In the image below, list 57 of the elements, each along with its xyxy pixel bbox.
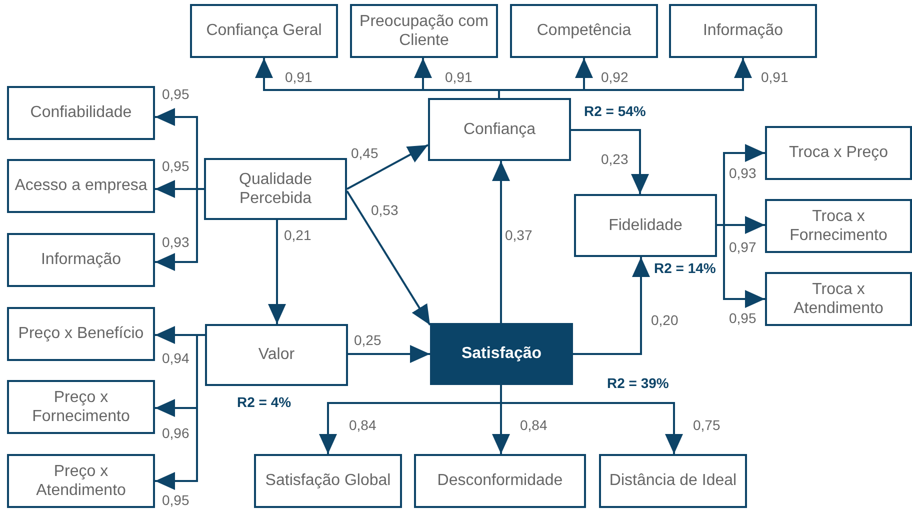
edge-label: 0,91 <box>760 69 790 85</box>
construct-box: Desconformidade <box>414 454 586 508</box>
arrow <box>571 129 649 194</box>
edge-label: 0,96 <box>161 425 190 441</box>
edge-label: 0,53 <box>370 202 400 218</box>
construct-box: Distância de Ideal <box>599 454 747 508</box>
construct-box: Fidelidade <box>574 194 717 257</box>
edge-label: 0,37 <box>504 227 534 243</box>
edge-label: 0,95 <box>161 86 190 102</box>
arrow <box>268 220 286 324</box>
r-squared-label: R2 = 39% <box>607 376 669 390</box>
edge-label: 0,25 <box>353 332 382 348</box>
construct-box: Preço x Atendimento <box>7 454 155 508</box>
edge-label: 0,95 <box>161 492 190 508</box>
edge-label: 0,97 <box>728 239 758 255</box>
edge-label: 0,84 <box>519 417 548 433</box>
construct-box: Troca x Fornecimento <box>765 199 912 253</box>
edge-label: 0,95 <box>728 310 758 326</box>
edge-label: 0,75 <box>692 417 722 433</box>
construct-box: Satisfação Global <box>254 454 402 508</box>
r-squared-label: R2 = 54% <box>584 104 646 118</box>
arrow <box>346 190 431 326</box>
edge-label: 0,94 <box>161 350 190 366</box>
construct-box: Valor <box>205 324 348 386</box>
edge-label: 0,92 <box>600 69 630 85</box>
construct-box: Confiança Geral <box>190 4 338 58</box>
highlighted-construct-box: Satisfação <box>430 323 573 385</box>
r-squared-label: R2 = 4% <box>237 395 292 409</box>
edge-label: 0,21 <box>283 227 312 243</box>
edge-label: 0,91 <box>444 69 474 85</box>
edge-label: 0,91 <box>284 69 314 85</box>
construct-box: Competência <box>510 4 658 58</box>
construct-box: Qualidade Percebida <box>204 158 347 220</box>
construct-box: Preço x Fornecimento <box>7 380 155 434</box>
edge-label: 0,20 <box>650 312 680 328</box>
edge-label: 0,45 <box>350 145 380 161</box>
arrow <box>573 257 650 355</box>
arrow <box>155 334 205 490</box>
arrow <box>500 385 683 454</box>
construct-box: Acesso a empresa <box>7 159 155 213</box>
arrow <box>346 144 428 190</box>
arrow <box>492 161 510 323</box>
edge-label: 0,95 <box>161 158 190 174</box>
construct-box: Preocupação com Cliente <box>350 4 498 58</box>
edge-label: 0,93 <box>161 234 190 250</box>
construct-box: Informação <box>7 233 155 287</box>
construct-box: Confiabilidade <box>7 86 155 140</box>
edge-label: 0,84 <box>348 417 378 433</box>
construct-box: Informação <box>669 4 817 58</box>
construct-box: Troca x Preço <box>765 126 912 180</box>
r-squared-label: R2 = 14% <box>654 261 716 275</box>
construct-box: Troca x Atendimento <box>765 272 912 326</box>
construct-box: Confiança <box>428 98 571 161</box>
edge-label: 0,93 <box>728 165 758 181</box>
edge-label: 0,23 <box>600 151 630 167</box>
arrow <box>348 345 430 363</box>
construct-box: Preço x Benefício <box>7 307 155 361</box>
